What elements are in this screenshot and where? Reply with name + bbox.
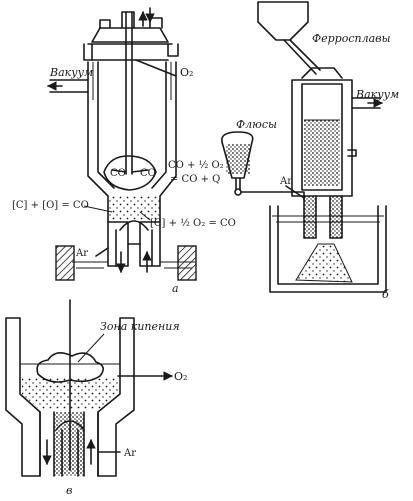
argon-inlet-b (285, 185, 305, 199)
vacuum-outlet (47, 79, 89, 93)
panel-letter-c: в (66, 484, 72, 497)
label-ar-a: Ar (75, 248, 88, 259)
ladle-b (269, 205, 387, 293)
ladle-wall-left (55, 245, 75, 281)
refractory-right (97, 317, 135, 477)
label-vacuum-b: Вакуум (355, 88, 399, 101)
label-o2-a: O₂ (180, 66, 193, 79)
label-o2-c: O₂ (174, 370, 187, 383)
label-boiling-zone: Зона кипения (100, 320, 180, 333)
label-vacuum-a: Вакуум (49, 66, 93, 79)
panel-b: Ферросплавы Вакуум Флюсы Ar б (221, 1, 399, 301)
label-co-left: CO (110, 168, 126, 179)
panel-letter-a: а (172, 282, 179, 295)
equation-co-oxidation: CO + ½ O₂ (168, 160, 224, 171)
oxygen-lance (125, 11, 177, 175)
flux-dots (226, 144, 250, 174)
panel-c: Зона кипения O₂ Ar в (5, 299, 187, 497)
equation-co-oxidation-result: = CO + Q (170, 174, 220, 185)
label-fluxes: Флюсы (236, 118, 277, 131)
top-arrows (138, 7, 155, 27)
melt-dots-lower-vessel (108, 196, 160, 222)
label-ar-c: Ar (123, 448, 136, 459)
equation-carbon-oxygen: [C] + [O] = CO (12, 200, 89, 211)
ladle-wall-right (177, 245, 197, 281)
panel-a: Вакуум O₂ CO CO CO + ½ O₂ = CO + Q [C] +… (12, 7, 236, 295)
label-ar-b: Ar (279, 176, 292, 187)
ferroalloy-hopper (257, 1, 321, 75)
vacuum-chamber (291, 67, 357, 197)
equation-carbon-oxygen-gas: [C] + ½ O₂ = CO (150, 218, 236, 229)
chamber-melt-dots (304, 120, 340, 186)
label-co-right: CO (140, 168, 156, 179)
melt-plume (295, 243, 353, 283)
panel-letter-b: б (382, 288, 389, 301)
label-ferroalloys: Ферросплавы (312, 32, 391, 45)
co-reaction-zone (103, 155, 157, 191)
leader-left (83, 205, 113, 213)
vacuum-outlet-b (351, 97, 383, 109)
argon-inlet-a (95, 247, 109, 257)
snorkels-c (39, 411, 99, 477)
leader-bottom (139, 211, 151, 221)
leader-boiling-zone (77, 333, 105, 363)
vessel-top-cap (83, 11, 179, 61)
snorkels-b (303, 195, 343, 239)
